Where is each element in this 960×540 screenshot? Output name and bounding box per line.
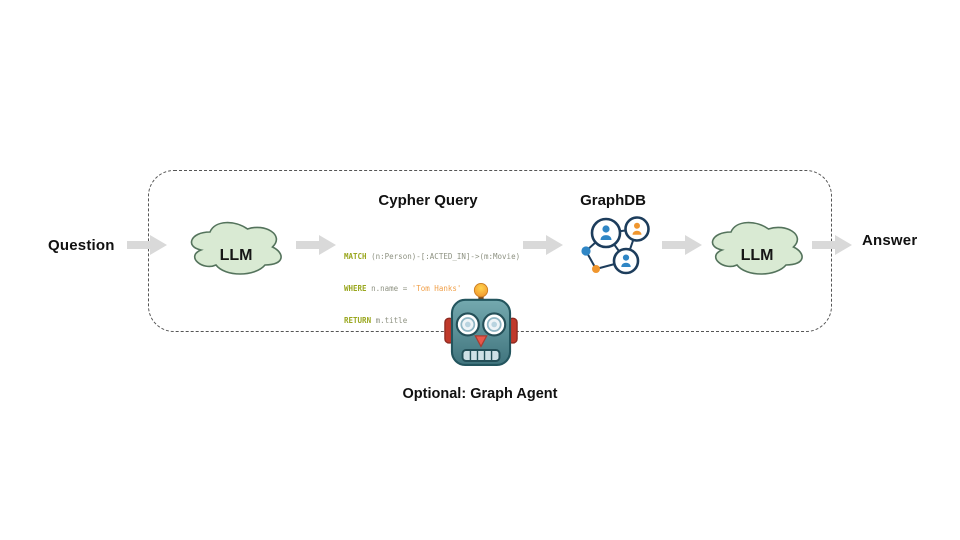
llm-right-node: LLM (704, 211, 810, 285)
agent-caption: Optional: Graph Agent (402, 386, 558, 402)
cloud-shape-icon (711, 221, 803, 275)
code-line: WHERE n.name = 'Tom Hanks' (344, 284, 534, 295)
code-keyword: RETURN (344, 315, 372, 325)
flow-arrow-icon (127, 233, 167, 257)
code-keyword: MATCH (344, 252, 367, 262)
code-line: MATCH (n:Person)-[:ACTED_IN]->(m:Movie) (344, 252, 534, 263)
llm-left-label: LLM (219, 247, 253, 264)
answer-label: Answer (862, 232, 918, 249)
code-text: n.name = (366, 283, 412, 293)
cypher-code-block: MATCH (n:Person)-[:ACTED_IN]->(m:Movie) … (344, 231, 534, 348)
flow-arrow-icon (812, 233, 852, 257)
flow-arrow-icon (662, 233, 702, 257)
graphdb-title: GraphDB (580, 192, 646, 209)
code-line: RETURN m.title (344, 316, 534, 327)
robot-face-icon (437, 282, 525, 374)
cypher-query-title: Cypher Query (378, 192, 478, 209)
cloud-shape-icon (190, 221, 282, 275)
code-text: (n:Person)-[:ACTED_IN]->(m:Movie) (366, 252, 521, 262)
graphdb-icon (574, 211, 654, 285)
flow-arrow-icon (296, 233, 336, 257)
question-label: Question (48, 237, 115, 254)
flow-arrow-icon (523, 233, 563, 257)
llm-left-node: LLM (183, 211, 289, 285)
code-string: 'Tom Hanks' (411, 283, 462, 293)
code-text: m.title (371, 315, 408, 325)
code-keyword: WHERE (344, 283, 367, 293)
llm-right-label: LLM (740, 247, 774, 264)
